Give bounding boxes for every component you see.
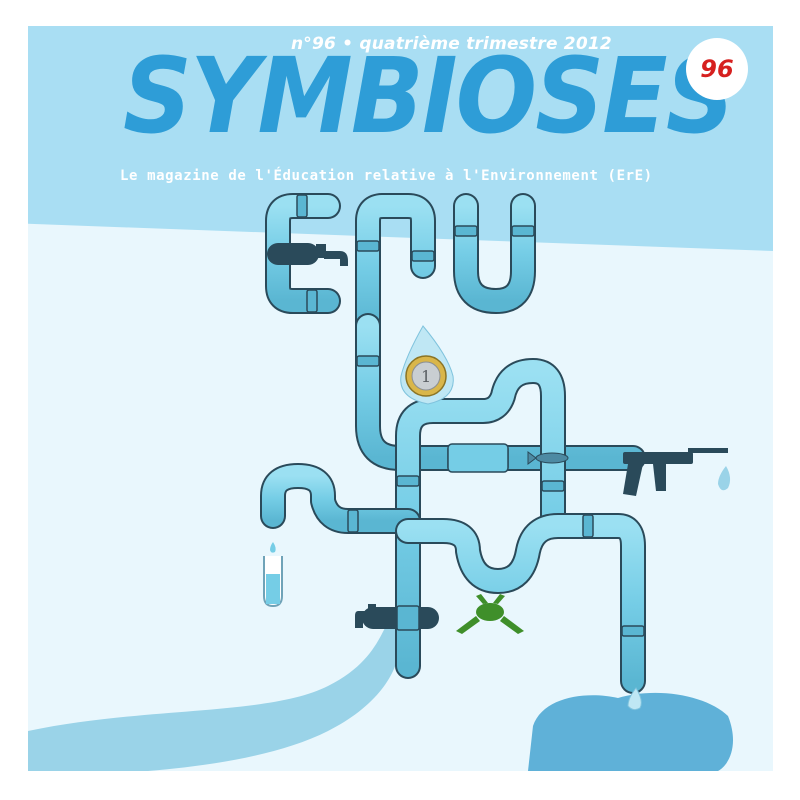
pipe-chamber — [447, 443, 509, 473]
faucet-icon — [316, 244, 348, 266]
pipe-letter-a — [357, 195, 434, 337]
magazine-cover: n°96 • quatrième trimestre 2012 SYMBIOSE… — [28, 26, 773, 771]
test-tube-icon — [263, 542, 283, 608]
magazine-title: SYMBIOSES — [123, 35, 735, 157]
coin-label: 1 — [421, 367, 431, 386]
rifle-icon — [623, 448, 728, 496]
water-drop-icon — [627, 687, 642, 711]
pipe-left-hook — [262, 465, 419, 532]
pipe-letter-u — [455, 195, 534, 312]
water-drop-icon — [718, 466, 731, 491]
water-stream — [28, 626, 400, 771]
magazine-subtitle: Le magazine de l'Éducation relative à l'… — [120, 168, 653, 184]
fish-icon — [527, 451, 569, 465]
issue-badge: 96 — [686, 38, 748, 100]
issue-line: n°96 • quatrième trimestre 2012 — [291, 34, 612, 54]
water-puddle — [528, 692, 734, 771]
pipe-lower-s — [397, 515, 644, 692]
frog-icon — [456, 594, 524, 634]
pipe-loop-upper — [397, 360, 564, 677]
pipe-illustration: 1 — [28, 193, 734, 771]
faucet-icon — [355, 604, 376, 628]
euro-coin-icon: 1 — [405, 355, 447, 397]
issue-badge-number: 96 — [700, 55, 734, 83]
